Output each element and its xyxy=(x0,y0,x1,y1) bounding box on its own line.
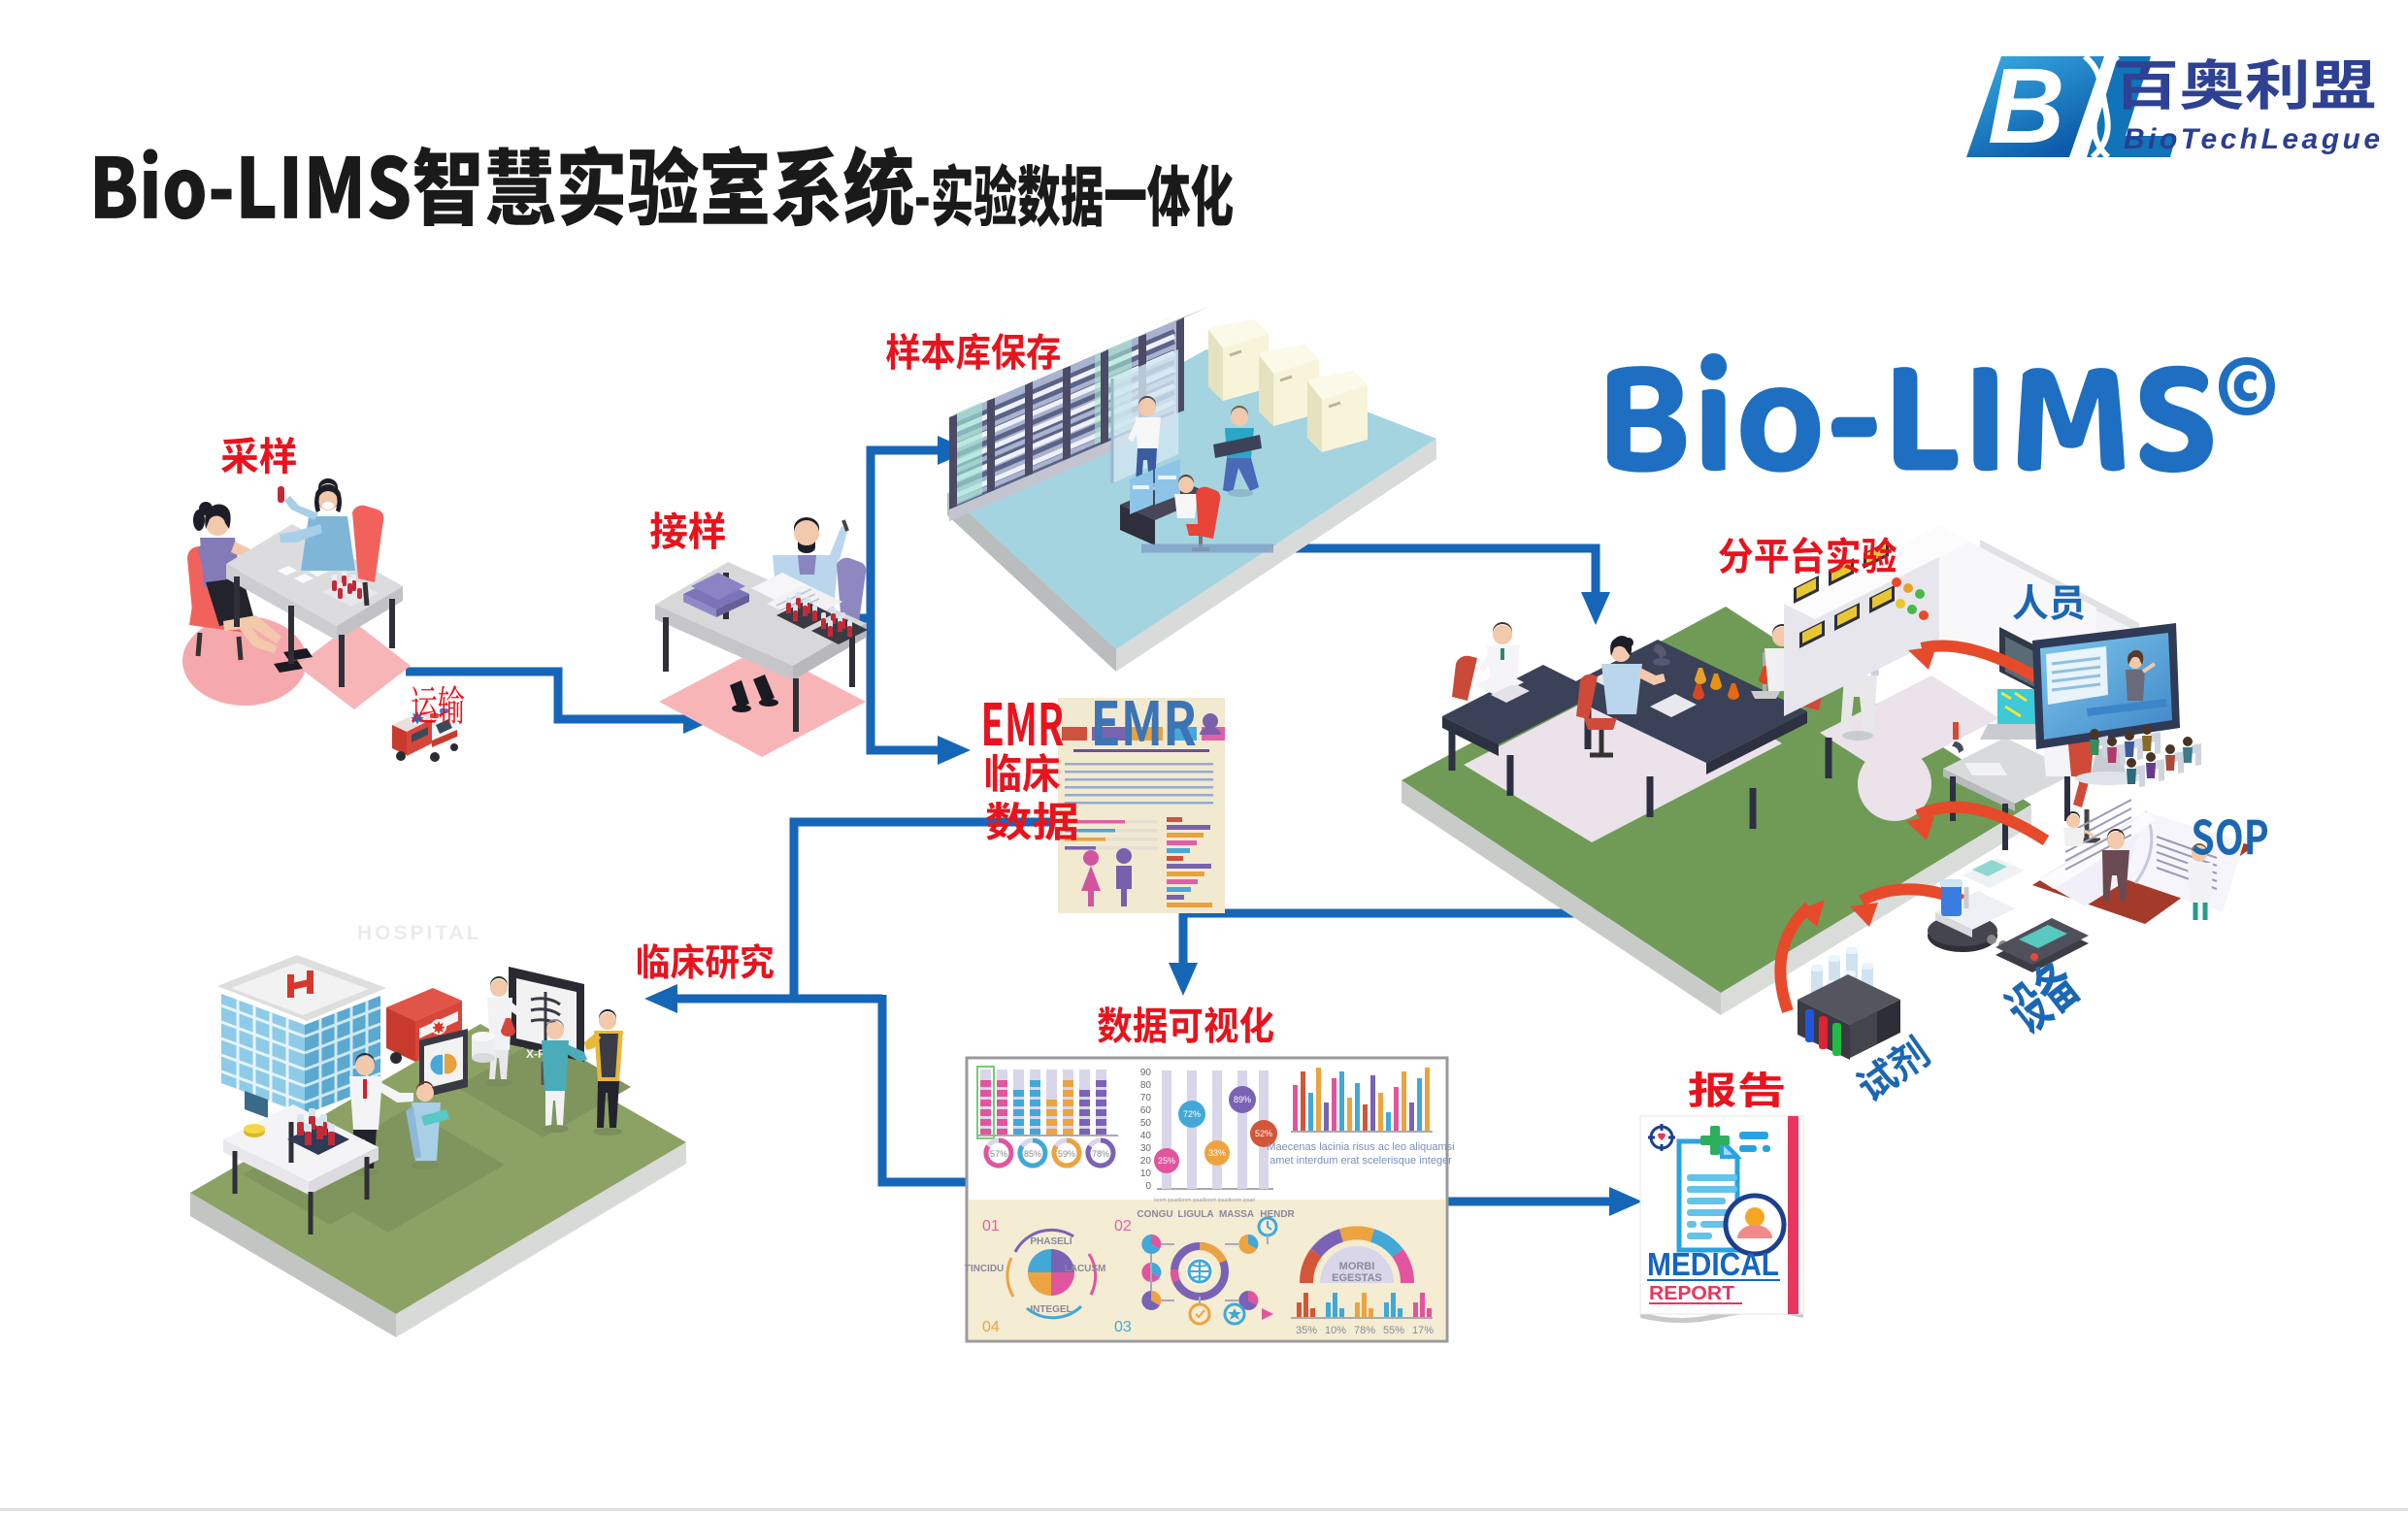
svg-text:EGESTAS: EGESTAS xyxy=(1332,1272,1382,1284)
svg-text:20: 20 xyxy=(1140,1156,1152,1167)
svg-text:Maecenas lacinia risus ac leo: Maecenas lacinia risus ac leo aliquamsi xyxy=(1267,1141,1454,1153)
svg-text:78%: 78% xyxy=(1092,1149,1109,1159)
svg-text:78%: 78% xyxy=(1354,1325,1375,1336)
svg-text:lorem ipsad: lorem ipsad xyxy=(1204,1198,1230,1203)
svg-text:HENDR: HENDR xyxy=(1260,1209,1295,1220)
svg-text:LIGULA: LIGULA xyxy=(1177,1209,1213,1220)
svg-text:60: 60 xyxy=(1140,1105,1152,1116)
svg-text:REPORT: REPORT xyxy=(1649,1283,1734,1304)
svg-text:10: 10 xyxy=(1140,1168,1152,1179)
svg-text:amet interdum erat scelerisque: amet interdum erat scelerisque integer xyxy=(1270,1155,1452,1167)
svg-text:33%: 33% xyxy=(1208,1148,1226,1158)
svg-text:85%: 85% xyxy=(1024,1149,1041,1159)
svg-text:0: 0 xyxy=(1145,1181,1151,1192)
svg-text:HOSPITAL: HOSPITAL xyxy=(357,922,482,944)
svg-text:57%: 57% xyxy=(990,1149,1007,1159)
svg-text:30: 30 xyxy=(1140,1143,1152,1154)
svg-text:B: B xyxy=(1988,47,2064,166)
svg-text:MASSA: MASSA xyxy=(1219,1209,1254,1220)
svg-text:50: 50 xyxy=(1140,1118,1152,1129)
svg-text:MORBI: MORBI xyxy=(1339,1261,1375,1272)
svg-text:04: 04 xyxy=(982,1319,1000,1335)
svg-text:lorem ipsad: lorem ipsad xyxy=(1154,1198,1179,1203)
svg-text:72%: 72% xyxy=(1183,1109,1201,1119)
svg-text:17%: 17% xyxy=(1412,1325,1434,1336)
svg-text:02: 02 xyxy=(1114,1218,1132,1234)
svg-text:03: 03 xyxy=(1114,1319,1132,1335)
svg-text:lorem ipsad: lorem ipsad xyxy=(1179,1198,1204,1203)
svg-text:80: 80 xyxy=(1140,1080,1152,1091)
svg-text:01: 01 xyxy=(982,1218,1000,1234)
svg-text:52%: 52% xyxy=(1255,1129,1272,1138)
svg-text:25%: 25% xyxy=(1158,1156,1175,1166)
svg-text:TINCIDU: TINCIDU xyxy=(965,1264,1005,1274)
svg-text:90: 90 xyxy=(1140,1068,1152,1078)
svg-text:40: 40 xyxy=(1140,1131,1152,1141)
svg-text:CONGU: CONGU xyxy=(1137,1209,1172,1220)
svg-text:MEDICAL: MEDICAL xyxy=(1647,1246,1779,1282)
svg-text:BioTechLeague: BioTechLeague xyxy=(2124,123,2380,155)
svg-text:INTEGEL: INTEGEL xyxy=(1030,1304,1072,1315)
svg-text:PHASELI: PHASELI xyxy=(1030,1236,1072,1247)
svg-text:10%: 10% xyxy=(1325,1325,1346,1336)
svg-text:LACUSM: LACUSM xyxy=(1065,1264,1106,1274)
svg-text:lorem ipsad: lorem ipsad xyxy=(1230,1198,1255,1203)
svg-text:55%: 55% xyxy=(1383,1325,1404,1336)
svg-text:89%: 89% xyxy=(1234,1095,1251,1104)
svg-text:59%: 59% xyxy=(1058,1149,1075,1159)
svg-text:35%: 35% xyxy=(1296,1325,1317,1336)
svg-text:70: 70 xyxy=(1140,1093,1152,1103)
